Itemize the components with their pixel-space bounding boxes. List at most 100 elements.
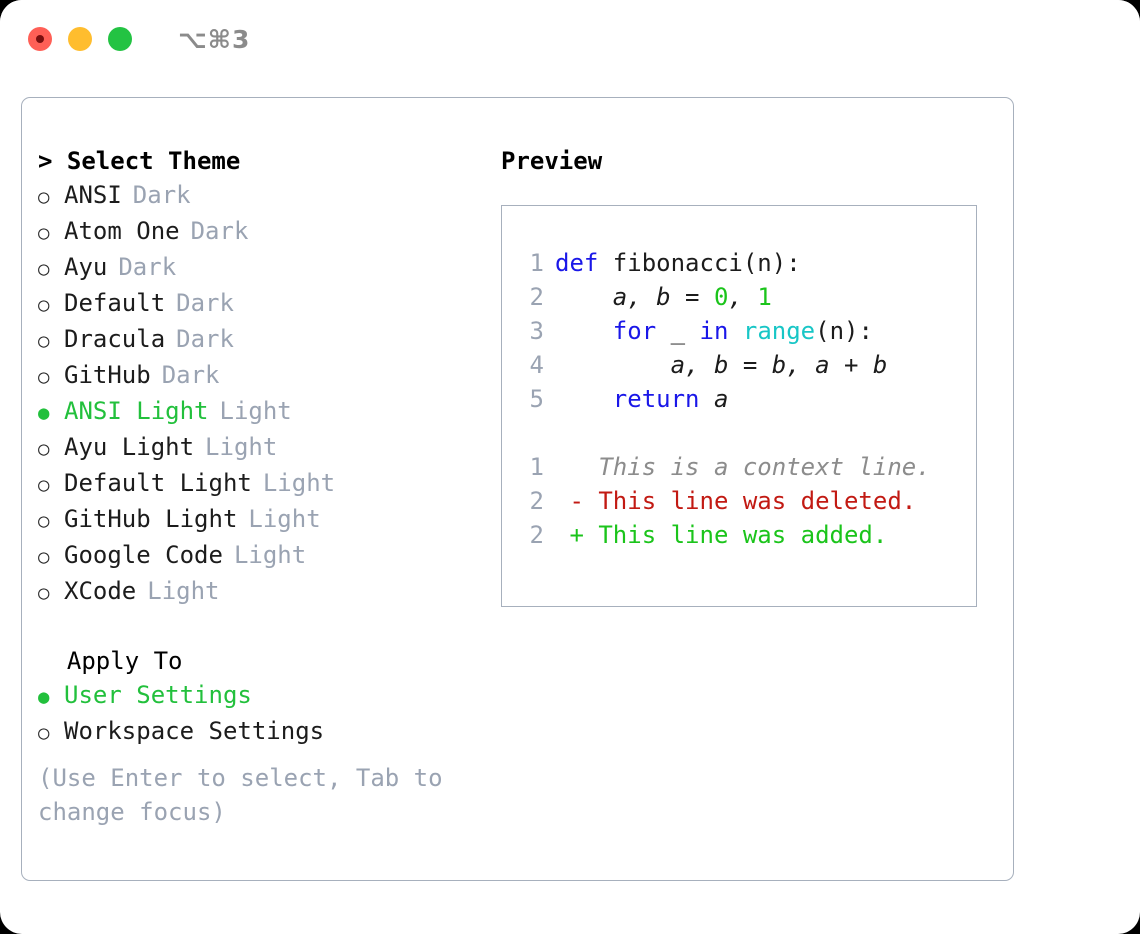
- theme-option-default-light[interactable]: ○ Default Light Light: [38, 466, 478, 502]
- radio-unselected-icon: ○: [38, 222, 50, 244]
- maximize-button-icon[interactable]: [108, 27, 132, 51]
- theme-option-label: Dracula: [64, 325, 166, 353]
- theme-option-label: Default Light: [64, 469, 252, 497]
- apply-to-option-user-settings[interactable]: ●User Settings: [38, 678, 478, 714]
- minimize-button-icon[interactable]: [68, 27, 92, 51]
- theme-option-kind: Light: [233, 541, 307, 569]
- radio-unselected-icon: ○: [38, 366, 50, 388]
- theme-option-kind: Dark: [176, 325, 234, 353]
- theme-option-kind: Dark: [176, 289, 234, 317]
- code-token: in: [699, 317, 729, 345]
- code-token: [555, 314, 613, 348]
- code-token: + This line was added.: [555, 521, 888, 549]
- close-button-icon[interactable]: [28, 27, 52, 51]
- theme-option-default[interactable]: ○ Default Dark: [38, 286, 478, 322]
- apply-to-heading: Apply To: [38, 644, 478, 678]
- radio-selected-icon: ●: [38, 402, 50, 424]
- line-number: 3: [529, 317, 544, 345]
- apply-to-option-workspace-settings[interactable]: ○Workspace Settings: [38, 714, 478, 750]
- diff-line: 2 + This line was added.: [514, 518, 976, 552]
- theme-option-kind: Dark: [132, 181, 191, 209]
- line-number: 2: [529, 521, 544, 549]
- code-token: fibonacci(n):: [598, 249, 801, 277]
- line-number: 2: [529, 487, 544, 515]
- code-token: _: [656, 317, 700, 345]
- code-line: 3 for _ in range(n):: [514, 314, 976, 348]
- theme-option-ayu-light[interactable]: ○ Ayu Light Light: [38, 430, 478, 466]
- theme-option-ansi[interactable]: ○ ANSI Dark: [38, 178, 478, 214]
- code-token: ,: [728, 283, 758, 311]
- code-line: 2 a, b = 0, 1: [514, 280, 976, 314]
- theme-option-label: ANSI Light: [64, 397, 209, 425]
- title-bar: ⌥⌘3: [0, 0, 1140, 78]
- code-token: range: [742, 317, 816, 345]
- code-token: 1: [757, 283, 772, 311]
- list-spacer: [38, 610, 478, 644]
- theme-option-label: XCode: [64, 577, 137, 605]
- diff-sample: 1 This is a context line. 2 - This line w…: [514, 450, 976, 552]
- radio-unselected-icon: ○: [38, 510, 50, 532]
- radio-unselected-icon: ○: [38, 294, 50, 316]
- theme-option-xcode[interactable]: ○ XCode Light: [38, 574, 478, 610]
- window-controls: [28, 27, 132, 51]
- theme-option-label: ANSI: [64, 181, 122, 209]
- help-hint-text: (Use Enter to select, Tab to change focu…: [38, 764, 443, 826]
- code-token: for: [612, 317, 657, 345]
- code-token: return: [612, 385, 700, 413]
- code-token: This is a context line.: [555, 453, 931, 481]
- code-line: 5 return a: [514, 382, 976, 416]
- theme-option-label: Google Code: [64, 541, 223, 569]
- theme-option-github[interactable]: ○ GitHub Dark: [38, 358, 478, 394]
- code-token: - This line was deleted.: [555, 487, 917, 515]
- theme-option-kind: Light: [219, 397, 292, 425]
- code-token: 0: [713, 283, 729, 311]
- theme-option-label: GitHub: [64, 361, 151, 389]
- radio-unselected-icon: ○: [38, 722, 50, 744]
- theme-option-label: Default: [64, 289, 166, 317]
- line-number: 1: [529, 453, 544, 481]
- theme-option-ansi-light[interactable]: ● ANSI Light Light: [38, 394, 478, 430]
- radio-selected-icon: ●: [38, 686, 50, 708]
- diff-line: 2 - This line was deleted.: [514, 484, 976, 518]
- select-theme-heading: > Select Theme: [38, 147, 241, 175]
- theme-option-kind: Dark: [190, 217, 249, 245]
- theme-option-label: Ayu Light: [64, 433, 195, 461]
- line-number: 2: [529, 283, 544, 311]
- radio-unselected-icon: ○: [38, 474, 50, 496]
- line-number: 1: [529, 249, 544, 277]
- theme-option-kind: Light: [262, 469, 336, 497]
- radio-unselected-icon: ○: [38, 438, 50, 460]
- code-line: 4 a, b = b, a + b: [514, 348, 976, 382]
- radio-unselected-icon: ○: [38, 546, 50, 568]
- theme-option-label: GitHub Light: [64, 505, 238, 533]
- apply-to-heading-text: Apply To: [66, 647, 183, 675]
- code-token: a: [699, 385, 729, 413]
- radio-unselected-icon: ○: [38, 582, 50, 604]
- theme-option-github-light[interactable]: ○ GitHub Light Light: [38, 502, 478, 538]
- radio-unselected-icon: ○: [38, 258, 50, 280]
- code-diff-spacer: [514, 416, 976, 450]
- code-token: (n):: [815, 317, 873, 345]
- radio-unselected-icon: ○: [38, 330, 50, 352]
- code-token: [728, 314, 742, 348]
- code-token: a, b = b, a + b: [555, 351, 888, 379]
- keyboard-shortcut-label: ⌥⌘3: [178, 24, 251, 54]
- code-token: a, b =: [555, 283, 714, 311]
- theme-option-kind: Light: [147, 577, 220, 605]
- theme-option-google-code[interactable]: ○ Google Code Light: [38, 538, 478, 574]
- theme-option-kind: Light: [248, 505, 321, 533]
- radio-unselected-icon: ○: [38, 186, 50, 208]
- theme-option-kind: Dark: [161, 361, 220, 389]
- theme-option-dracula[interactable]: ○ Dracula Dark: [38, 322, 478, 358]
- theme-option-kind: Light: [205, 433, 278, 461]
- theme-option-label: Ayu: [64, 253, 108, 281]
